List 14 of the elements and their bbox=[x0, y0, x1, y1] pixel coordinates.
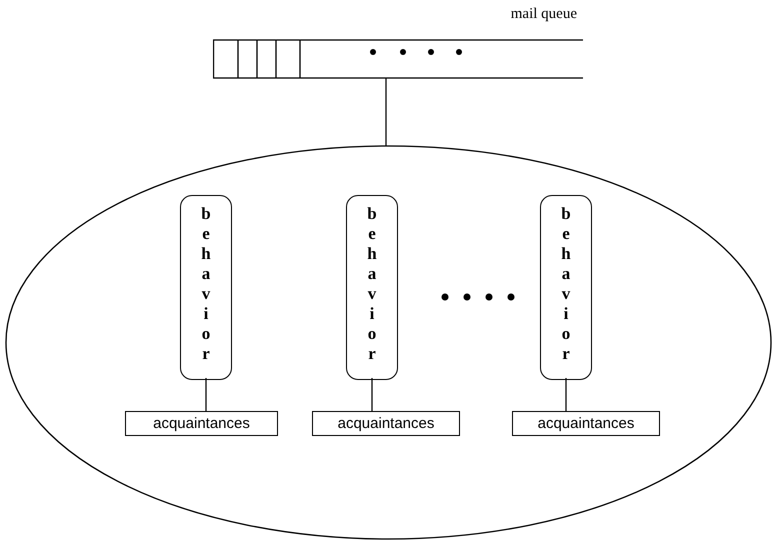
connector-line bbox=[565, 378, 567, 411]
connector-line bbox=[385, 78, 387, 146]
behavior-label: behavior bbox=[366, 204, 378, 365]
queue-label: mail queue bbox=[510, 6, 577, 23]
connector-line bbox=[205, 378, 207, 411]
acquaintances-box: acquaintances bbox=[125, 411, 278, 436]
behavior-box bbox=[540, 195, 592, 380]
behavior-label: behavior bbox=[200, 204, 212, 365]
connector-line bbox=[371, 378, 373, 411]
acquaintances-box: acquaintances bbox=[312, 411, 460, 436]
acquaintances-box: acquaintances bbox=[512, 411, 660, 436]
behavior-box bbox=[180, 195, 232, 380]
behavior-label: behavior bbox=[560, 204, 572, 365]
behavior-box bbox=[346, 195, 398, 380]
